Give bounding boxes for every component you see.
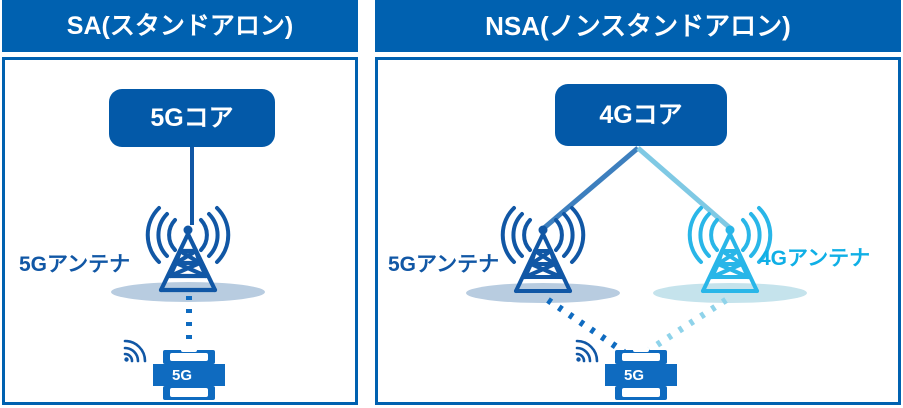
sa-device-label: 5G (172, 367, 193, 384)
sa-core-label: 5Gコア (150, 103, 234, 132)
nsa-5g-antenna-icon (500, 206, 586, 293)
sa-wifi-signal-icon (123, 339, 147, 363)
panel-sa-graphics (111, 147, 265, 400)
link-nsa-5g-antenna-to-device (546, 297, 626, 355)
nsa-smartphone-icon (605, 347, 677, 400)
panel-nsa-title: NSA(ノンスタンドアロン) (485, 11, 791, 41)
panel-nsa-header: NSA(ノンスタンドアロン) (375, 0, 901, 52)
panel-nsa-graphics (466, 146, 807, 400)
sa-core-box: 5Gコア (109, 89, 275, 147)
link-nsa-core-to-4g-antenna (636, 146, 732, 230)
nsa-core-label: 4Gコア (599, 100, 683, 129)
nsa-wifi-signal-icon (575, 339, 599, 363)
nsa-core-box: 4Gコア (555, 84, 727, 146)
sa-5g-antenna-icon (145, 206, 231, 293)
nsa-4g-antenna-icon (687, 206, 773, 293)
nsa-4g-antenna-label: 4Gアンテナ (759, 247, 871, 270)
nsa-5g-antenna-label: 5Gアンテナ (388, 253, 500, 276)
sa-smartphone-icon (153, 347, 225, 400)
panel-nsa-body: 5Gアンテナ 4Gアンテナ 5G 4Gコア (375, 57, 901, 405)
sa-5g-antenna-label: 5Gアンテナ (19, 253, 131, 276)
panel-sa-title: SA(スタンドアロン) (66, 11, 294, 40)
link-nsa-4g-antenna-to-device (644, 297, 728, 355)
link-nsa-core-to-5g-antenna (542, 146, 640, 230)
nsa-device-label: 5G (624, 367, 645, 384)
panel-sa-header: SA(スタンドアロン) (2, 0, 358, 52)
panel-sa-body: 5Gアンテナ 5G 5Gコア (2, 57, 358, 405)
